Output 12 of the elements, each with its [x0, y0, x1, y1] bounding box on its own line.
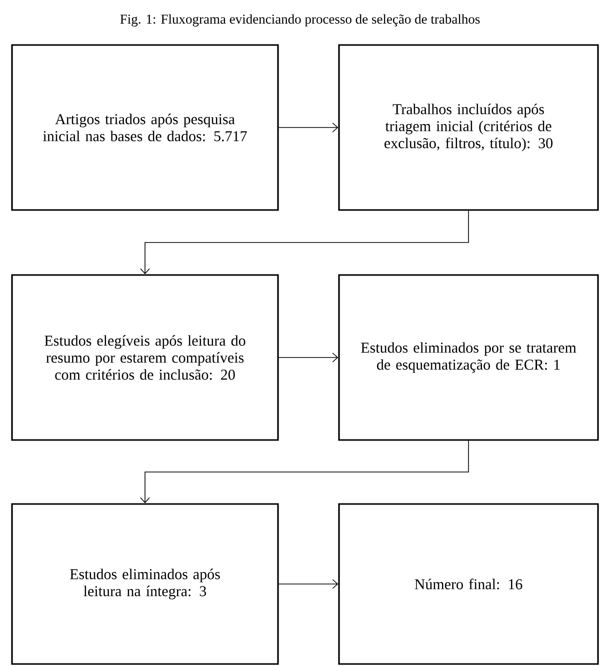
- process-box: Estudos eliminados após leitura na íntegra: 3: [11, 503, 279, 665]
- process-box: Artigos triados após pesquisa inicial nas bases de dados: 5.717: [11, 44, 279, 211]
- arrow: [140, 210, 469, 274]
- process-box: Estudos eliminados por se tratarem de esquematização de ECR: 1: [338, 274, 599, 441]
- arrow: [278, 579, 338, 589]
- arrow: [278, 122, 338, 132]
- figure-title: Fig. 1: Fluxograma evidenciando processo de seleção de trabalhos: [120, 14, 480, 26]
- process-box: Número final: 16: [338, 503, 599, 665]
- process-box: Trabalhos incluídos após triagem inicial (critérios de exclusão, filtros, título): 30: [338, 44, 599, 211]
- arrow: [278, 352, 338, 362]
- arrow: [140, 440, 469, 504]
- process-box: Estudos elegíveis após leitura do resumo por estarem compatíveis com critérios de inclusão: 20: [11, 274, 279, 441]
